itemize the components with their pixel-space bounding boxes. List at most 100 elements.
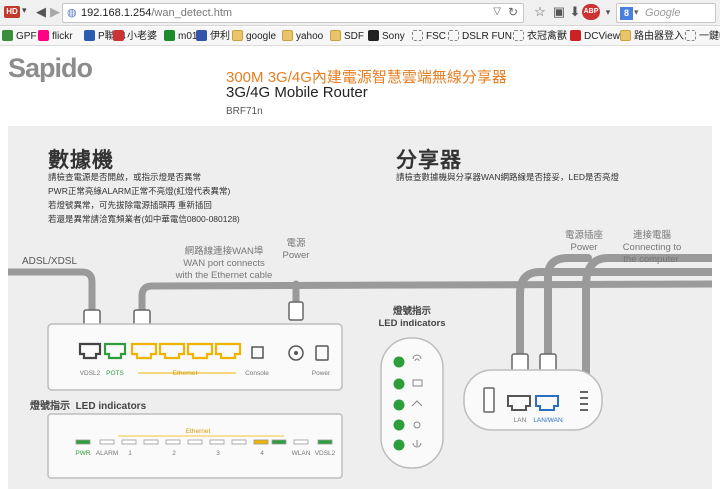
router-power-label-cn: 電源插座 bbox=[564, 230, 603, 241]
p-icon bbox=[84, 30, 95, 41]
led-label-3: 3 bbox=[216, 450, 220, 457]
cable-label-cn: 網路線連接WAN埠 bbox=[184, 246, 264, 257]
m01-icon bbox=[164, 30, 175, 41]
power-label-cn: 電源 bbox=[286, 238, 306, 249]
page-icon bbox=[368, 30, 379, 41]
led-label-ethernet: Ethernet bbox=[185, 428, 211, 435]
address-bar[interactable]: ◍ 192.168.1.254/wan_detect.htm ▽ ↻ bbox=[62, 3, 524, 23]
bookmark-label: 一鍵帳 bbox=[699, 31, 720, 42]
bookmark-item[interactable]: google bbox=[232, 30, 276, 44]
lanwan-cable bbox=[544, 254, 592, 362]
bookmark-label: P聯24 bbox=[98, 31, 126, 42]
folder-icon bbox=[330, 30, 341, 41]
modem-section-title: 數據機 bbox=[48, 149, 114, 172]
search-input[interactable]: 8 ▾ Google bbox=[616, 3, 716, 23]
led-label-vdsl2: VDSL2 bbox=[314, 450, 336, 457]
url-text[interactable]: 192.168.1.254/wan_detect.htm bbox=[81, 7, 232, 19]
port-label-power: Power bbox=[311, 370, 331, 377]
folder-icon bbox=[232, 30, 243, 41]
router-power-label-en: Power bbox=[570, 242, 598, 253]
power-label-en: Power bbox=[282, 250, 310, 261]
bookmark-item[interactable]: 小老婆 bbox=[113, 30, 157, 44]
bookmark-item[interactable]: P聯24 bbox=[84, 30, 126, 44]
bookmark-label: yahoo bbox=[296, 31, 324, 42]
url-host: 192.168.1.254 bbox=[81, 7, 152, 19]
bookmark-label: SDF bbox=[344, 31, 364, 42]
bookmark-item[interactable]: flickr bbox=[38, 30, 73, 44]
dashed-icon bbox=[412, 30, 423, 41]
product-title-en: 3G/4G Mobile Router bbox=[226, 84, 368, 101]
reading-list-icon[interactable]: ▣ bbox=[552, 4, 566, 19]
bookmark-item[interactable]: 衣冠禽獸 bbox=[513, 30, 567, 44]
router-usb-port bbox=[580, 391, 588, 411]
bookmark-item[interactable]: FSC bbox=[412, 30, 446, 44]
chevron-down-icon[interactable]: ▾ bbox=[605, 7, 611, 17]
bookmark-item[interactable]: 一鍵帳 bbox=[685, 30, 720, 44]
bookmark-label: 伊利 bbox=[210, 31, 230, 42]
router-led-strip bbox=[380, 337, 444, 469]
download-icon[interactable]: ⬇ bbox=[569, 4, 581, 19]
ethernet-port bbox=[130, 342, 158, 360]
e-icon bbox=[196, 30, 207, 41]
chevron-down-icon[interactable]: ▾ bbox=[22, 5, 27, 15]
bookmark-item[interactable]: GPF bbox=[2, 30, 37, 44]
reload-icon[interactable]: ↻ bbox=[507, 5, 518, 19]
bookmark-item[interactable]: 路由器登入 bbox=[620, 30, 684, 44]
router-led-icons bbox=[411, 354, 423, 448]
dashed-icon bbox=[513, 30, 524, 41]
flickr-icon bbox=[38, 30, 49, 41]
bookmark-item[interactable]: SDF bbox=[330, 30, 364, 44]
bookmark-item[interactable]: yahoo bbox=[282, 30, 323, 44]
led-label-1: 1 bbox=[128, 450, 132, 457]
adblock-icon[interactable]: ABP bbox=[582, 4, 600, 20]
forward-icon[interactable]: ▶ bbox=[50, 4, 60, 19]
bookmark-item[interactable]: Sony bbox=[368, 30, 405, 44]
hd-badge[interactable]: HD bbox=[4, 6, 20, 18]
power-button bbox=[315, 345, 329, 361]
bookmark-star-icon[interactable]: ☆ bbox=[534, 4, 546, 19]
bookmark-label: 路由器登入 bbox=[634, 31, 684, 42]
bookmark-item[interactable]: DSLR FUN bbox=[448, 30, 512, 44]
pots-port bbox=[103, 342, 127, 360]
led-label-en: LED indicators bbox=[378, 318, 446, 329]
router-reset-button bbox=[483, 387, 495, 413]
svg-text:Sapido: Sapido bbox=[8, 54, 93, 82]
bookmark-label: 小老婆 bbox=[127, 31, 157, 42]
flag-icon bbox=[2, 30, 13, 41]
modem-led-title-cn: 燈號指示 LED indicators bbox=[30, 401, 147, 412]
folder-icon bbox=[282, 30, 293, 41]
router-leds bbox=[393, 356, 405, 451]
sapido-logo: Sapido bbox=[8, 54, 94, 82]
dashed-icon bbox=[448, 30, 459, 41]
led-label-wlan: WLAN bbox=[291, 450, 311, 457]
wan-cable bbox=[138, 280, 712, 316]
router-section-title: 分享器 bbox=[396, 149, 462, 172]
router-port-label-lanwan: LAN/WAN bbox=[533, 417, 563, 424]
bookmark-label: Sony bbox=[382, 31, 405, 42]
power-jack bbox=[288, 345, 304, 361]
search-engine-icon[interactable]: 8 bbox=[620, 7, 633, 20]
modem-line: 若還是異常請洽寬頻業者(如中華電信0800-080128) bbox=[48, 214, 240, 224]
bookmark-item[interactable]: DCView bbox=[570, 30, 620, 44]
bookmark-label: GPF bbox=[16, 31, 37, 42]
led-label-alarm: ALARM bbox=[95, 450, 119, 457]
folder-icon bbox=[620, 30, 631, 41]
url-dropdown-icon[interactable]: ▽ bbox=[493, 6, 501, 17]
router-line: 請檢查數據機與分享器WAN網路線是否接妥，LED是否亮燈 bbox=[396, 172, 620, 182]
bookmark-icon bbox=[113, 30, 124, 41]
lan-cable bbox=[516, 268, 712, 362]
ethernet-port bbox=[186, 342, 214, 360]
vdsl2-port bbox=[78, 342, 102, 360]
bookmark-label: google bbox=[246, 31, 277, 42]
ethernet-port bbox=[214, 342, 242, 360]
bookmark-item[interactable]: m01 bbox=[164, 30, 197, 44]
url-path: /wan_detect.htm bbox=[151, 7, 233, 19]
bookmark-item[interactable]: 伊利 bbox=[196, 30, 230, 44]
bookmark-label: FSC bbox=[426, 31, 446, 42]
cable-label-en: WAN port connects bbox=[183, 258, 265, 269]
search-placeholder: Google bbox=[645, 7, 681, 19]
chevron-down-icon[interactable]: ▾ bbox=[634, 7, 639, 17]
modem-line: 若燈號異常，可先拔除電源插頭再 重新插回 bbox=[48, 200, 212, 210]
back-icon[interactable]: ◀ bbox=[36, 4, 46, 19]
led-label-2: 2 bbox=[172, 450, 176, 457]
